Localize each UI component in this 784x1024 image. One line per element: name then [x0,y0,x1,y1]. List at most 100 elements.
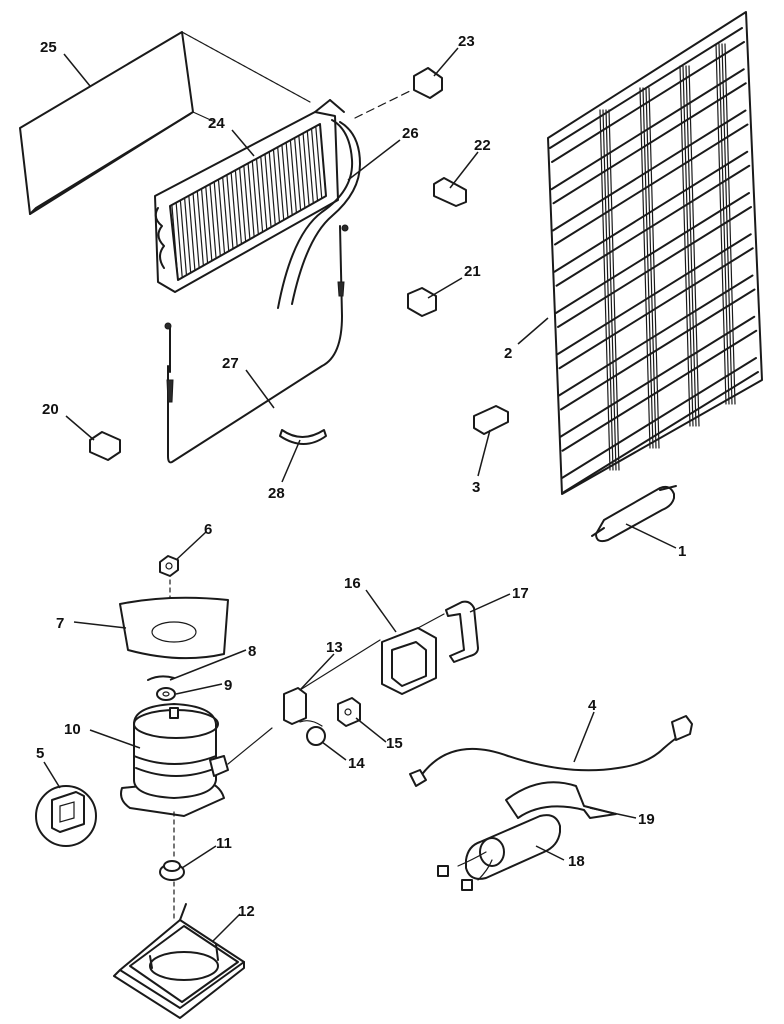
fin-line [217,179,226,255]
condenser-wire [724,43,736,405]
fin-line [277,146,285,221]
part-5-inset [35,785,97,847]
callout-1: 1 [678,543,686,560]
leader-25 [63,53,91,87]
coil-tube [558,247,754,370]
callout-2: 2 [504,345,512,362]
callout-17: 17 [512,585,529,602]
callout-18: 18 [568,853,585,870]
part-23-bracket [354,67,443,119]
condenser-wire [688,65,700,427]
leader-9 [175,683,223,695]
fin-line [310,128,319,202]
callout-9: 9 [224,677,232,694]
fin-line [298,135,306,209]
callout-15: 15 [386,735,403,752]
fin-line [260,156,268,231]
fin-line [179,200,188,276]
fin-line [285,142,293,216]
leader-21 [427,277,463,299]
fin-line [264,153,272,228]
condenser-wire [642,87,654,449]
leader-8 [169,649,247,681]
leader-6 [175,531,207,561]
leader-3 [477,429,491,477]
leader-22 [449,151,479,189]
condenser-wire [608,109,620,471]
coil-tube [556,233,752,356]
leader-10 [89,729,141,749]
condenser-wire [685,65,697,427]
condenser-wire [718,43,730,405]
fin-line [239,167,247,243]
fin-line [213,181,221,257]
callout-4: 4 [588,697,597,714]
condenser-wire [605,109,617,471]
leader-20 [65,415,95,441]
coil-tube [553,150,749,273]
leader-12 [211,913,241,943]
leader-16 [365,589,397,633]
callout-5: 5 [36,745,44,762]
callout-25: 25 [40,39,57,56]
fin-line [302,132,310,207]
part-26-tube [277,119,361,309]
fin-line [251,160,259,235]
callout-12: 12 [238,903,255,920]
callout-28: 28 [268,485,285,502]
condenser-wire [645,87,657,449]
callout-20: 20 [42,401,59,418]
callout-10: 10 [64,721,81,738]
callout-27: 27 [222,355,239,372]
condenser-wire [639,87,651,449]
part-7-cover [119,596,229,660]
leader-5 [43,761,61,789]
callout-23: 23 [458,33,475,50]
fin-line [171,205,179,281]
callout-13: 13 [326,639,343,656]
leader-11 [181,845,217,869]
fin-line [281,144,289,219]
fin-line [192,193,200,269]
leader-15 [355,717,387,743]
part-4-power-cord [409,715,693,787]
callout-22: 22 [474,137,491,154]
callout-11: 11 [216,835,232,852]
coil-tube [552,109,747,232]
part-1-drier [591,485,677,543]
part-22-bracket [433,177,467,207]
condenser-wire [648,87,660,449]
part-11-grommet [159,860,185,921]
part-24-evaporator [154,99,345,293]
part-25-panel [19,31,311,215]
part-27-capillary-tube [164,224,349,464]
callout-14: 14 [348,755,365,772]
part-8-wire [147,675,175,681]
fin-line [226,174,234,250]
callout-26: 26 [402,125,419,142]
fin-line [205,186,213,262]
fin-line [209,184,217,259]
part-13-overload [283,639,381,725]
condenser-tubes [549,27,759,493]
coil-tube [552,82,747,205]
part-17-clip [417,600,479,663]
coil-tube [555,192,750,314]
leader-lines [43,47,677,943]
leader-1 [625,523,677,549]
condenser-wire [602,109,614,471]
condenser-wire [721,43,733,405]
fin-line [222,177,230,252]
part-6-nut [159,555,179,601]
leader-4 [573,711,595,763]
fin-line [289,139,297,214]
leader-24 [231,129,255,157]
callout-24: 24 [208,115,225,132]
fin-line [255,158,264,233]
part-10-compressor [120,703,273,861]
callout-19: 19 [638,811,655,828]
fin-line [268,151,276,226]
leader-17 [469,593,511,613]
fin-line [175,203,183,279]
